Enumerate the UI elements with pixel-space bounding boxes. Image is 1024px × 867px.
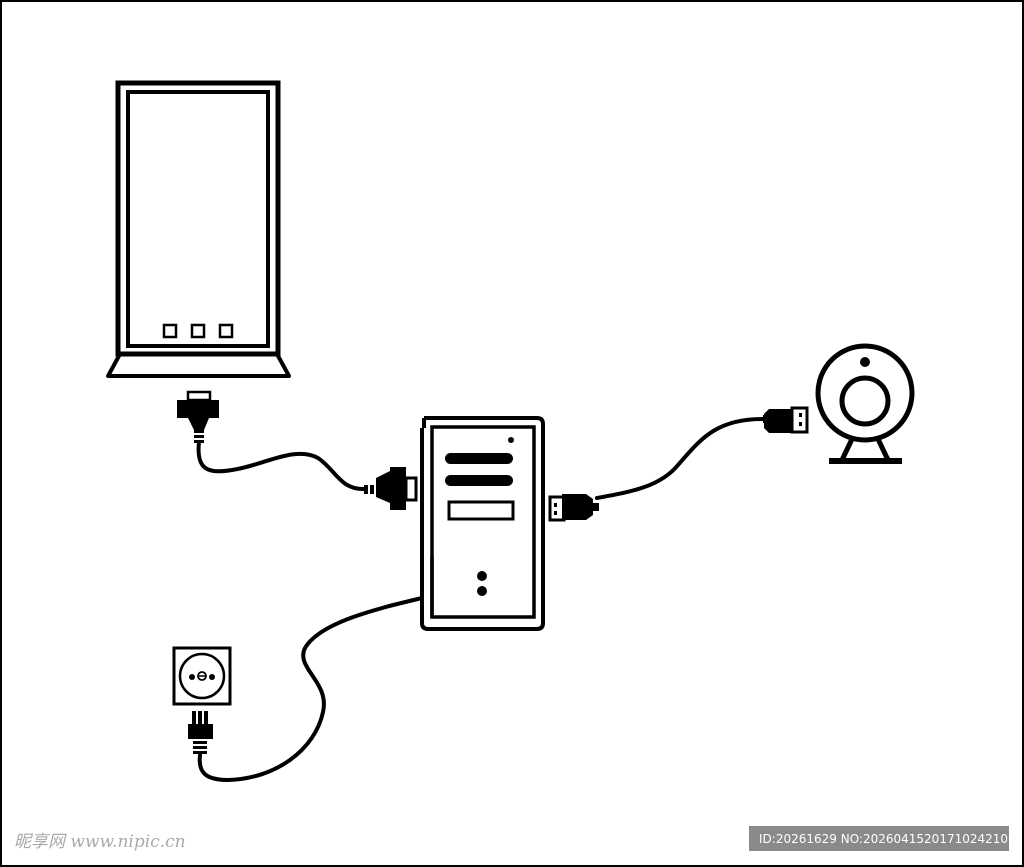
power-plug-icon [188, 711, 213, 754]
watermark-id: ID:20261629 NO:20260415201710242106 [759, 832, 1016, 846]
id-bar [749, 826, 1009, 851]
vga-cable [196, 440, 367, 492]
usb-cable [595, 416, 767, 500]
pc-tower-icon [420, 416, 545, 631]
monitor-icon [106, 80, 291, 378]
watermark-logo: 昵享网 www.nipic.cn [14, 832, 186, 852]
power-cable [197, 596, 424, 783]
wall-socket-icon [172, 646, 232, 706]
usb-plug-webcam-icon [763, 406, 809, 434]
usb-plug-icon [548, 494, 599, 522]
vga-plug-pc-icon [364, 467, 418, 510]
webcam-icon [815, 343, 915, 464]
